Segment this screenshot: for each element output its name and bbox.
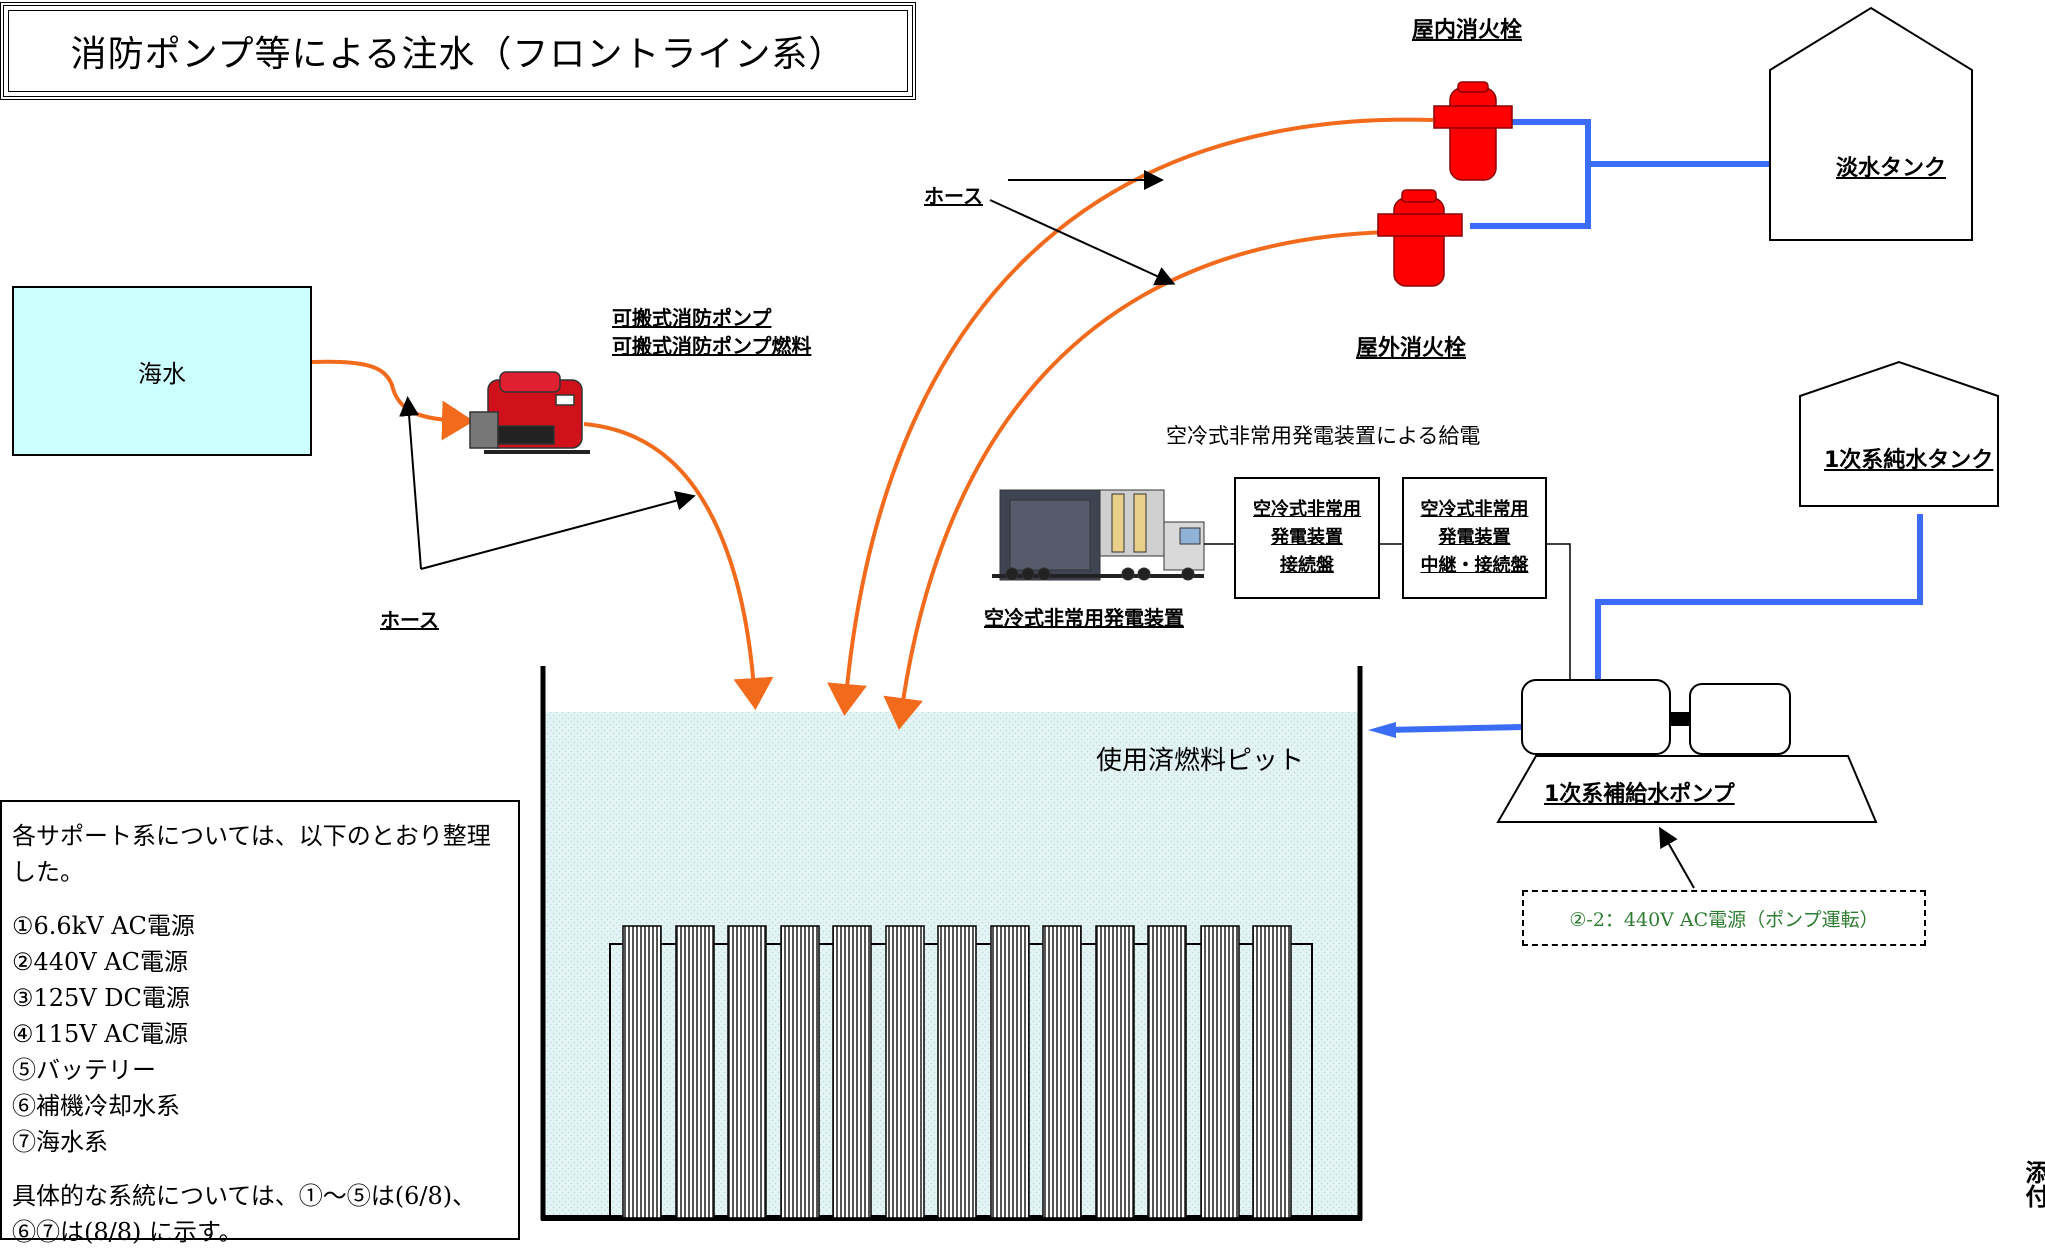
seawater-box: 海水 [12, 286, 312, 456]
notes-item: ⑦海水系 [12, 1128, 108, 1156]
hose-pump-to-pit [583, 422, 774, 710]
portable-pump-fuel-label: 可搬式消防ポンプ燃料 [612, 334, 812, 358]
diagram-title: 消防ポンプ等による注水（フロントライン系） [0, 2, 916, 100]
pipe-hydrants [1470, 119, 1591, 229]
relay-panel-line-1: 空冷式非常用 [1420, 499, 1529, 520]
hose-lines [311, 117, 1434, 730]
hose-seawater-to-pump [311, 359, 474, 441]
notes-intro: 各サポート系については、以下のとおり整理した。 [12, 822, 491, 886]
connection-panel-line-2: 発電装置 [1271, 527, 1343, 548]
notes-item: ②440V AC電源 [12, 948, 188, 976]
pipe-pure-water-tank [1595, 514, 1923, 680]
notes-list: ①6.6kV AC電源 ②440V AC電源 ③125V DC電源 ④115V … [12, 908, 508, 1160]
relay-panel-line-2: 発電装置 [1438, 527, 1511, 548]
attachment-label: 添付 [2021, 1160, 2045, 1208]
fuel-pit [540, 666, 1363, 1221]
notes-item: ①6.6kV AC電源 [12, 912, 195, 940]
hose-label-bottom: ホース [380, 608, 439, 632]
hose-outdoor-hydrant [883, 230, 1391, 730]
fuel-assemblies [622, 925, 1292, 1219]
fuel-pit-label: 使用済燃料ピット [1096, 746, 1305, 776]
connection-panel-line-3: 接続盤 [1280, 555, 1334, 576]
pure-water-tank-label: 1次系純水タンク [1824, 448, 1994, 473]
power-cables [1204, 543, 1571, 682]
power-supply-label: 空冷式非常用発電装置による給電 [1166, 424, 1481, 448]
portable-pump-icon [469, 371, 590, 454]
pointer-lines [399, 170, 1695, 889]
outdoor-hydrant-icon [1377, 189, 1463, 287]
hose-label-top: ホース [924, 184, 983, 208]
notes-item: ④115V AC電源 [12, 1020, 188, 1048]
notes-item: ⑥補機冷却水系 [12, 1092, 180, 1120]
makeup-pump-label: 1次系補給水ポンプ [1544, 782, 1735, 807]
makeup-pump-icon [1496, 679, 1878, 823]
pump-power-note: ②-2：440V AC電源（ポンプ運転） [1522, 890, 1926, 946]
generator-truck-icon [992, 489, 1205, 581]
hose-indoor-hydrant [827, 117, 1434, 716]
support-systems-notes: 各サポート系については、以下のとおり整理した。 ①6.6kV AC電源 ②440… [0, 800, 520, 1246]
fresh-water-tank-house [1769, 6, 1973, 241]
notes-item: ⑤バッテリー [12, 1056, 156, 1084]
outdoor-hydrant-label: 屋外消火栓 [1356, 336, 1467, 361]
relay-panel-line-3: 中継・接続盤 [1420, 555, 1529, 576]
fresh-water-tank-label: 淡水タンク [1836, 156, 1947, 181]
generator-label: 空冷式非常用発電装置 [984, 606, 1184, 630]
pipe-pump-to-pit [1383, 724, 1523, 733]
connection-panel-line-1: 空冷式非常用 [1253, 499, 1361, 520]
diagram-drawing [311, 6, 1999, 1221]
relay-connection-panel: 空冷式非常用 発電装置 中継・接続盤 [1402, 477, 1547, 599]
connection-panel: 空冷式非常用 発電装置 接続盤 [1234, 477, 1380, 599]
indoor-hydrant-icon [1433, 81, 1513, 181]
pure-water-tank-house [1799, 360, 1999, 507]
notes-footer: 具体的な系統については、①～⑤は(6/8)、⑥⑦は(8/8) に示す。 [12, 1182, 477, 1246]
indoor-hydrant-label: 屋内消火栓 [1412, 18, 1523, 43]
notes-item: ③125V DC電源 [12, 984, 190, 1012]
water-pipes [1368, 119, 1923, 738]
portable-pump-label: 可搬式消防ポンプ [612, 306, 772, 330]
